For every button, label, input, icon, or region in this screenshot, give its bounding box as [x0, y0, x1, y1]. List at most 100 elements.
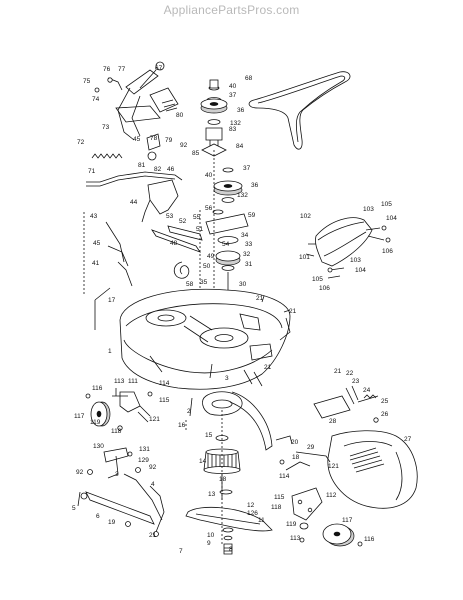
part-callout-54: 54 — [222, 241, 230, 248]
part-callout-114: 114 — [159, 380, 170, 387]
part-callout-119: 119 — [286, 521, 297, 528]
part-callout-21: 21 — [334, 368, 342, 375]
part-callout-118: 118 — [271, 504, 282, 511]
part-callout-116: 116 — [364, 536, 375, 543]
site-watermark: AppliancePartsPros.com — [163, 3, 300, 17]
part-callout-21: 21 — [289, 308, 297, 315]
part-callout-130: 130 — [93, 443, 104, 450]
part-callout-85: 85 — [192, 150, 200, 157]
part-callout-92: 92 — [180, 142, 188, 149]
part-callout-55: 55 — [193, 214, 201, 221]
part-callout-21: 21 — [149, 532, 157, 539]
part-callout-52: 52 — [179, 218, 187, 225]
part-callout-68: 68 — [245, 75, 253, 82]
part-callout-22: 22 — [346, 370, 354, 377]
part-callout-77: 77 — [118, 66, 126, 73]
part-callout-106: 106 — [382, 248, 393, 255]
part-callout-35: 35 — [200, 279, 208, 286]
part-callout-105: 105 — [312, 276, 323, 283]
spring-72 — [91, 153, 123, 159]
part-callout-16: 16 — [178, 422, 186, 429]
part-callout-92: 92 — [149, 464, 157, 471]
part-callout-115: 115 — [274, 494, 285, 501]
part-callout-75: 75 — [83, 78, 91, 85]
part-callout-121: 121 — [328, 463, 339, 470]
idler-arm-48-53 — [150, 225, 203, 279]
part-callout-117: 117 — [342, 517, 353, 524]
part-callout-67: 67 — [155, 65, 163, 72]
part-callout-114: 114 — [279, 473, 290, 480]
part-callout-115: 115 — [159, 397, 170, 404]
part-callout-71: 71 — [88, 168, 96, 175]
part-callout-26: 26 — [381, 411, 389, 418]
part-callout-45: 45 — [133, 136, 141, 143]
part-callout-9: 9 — [207, 540, 211, 547]
part-callout-1: 1 — [108, 348, 112, 355]
part-callout-40: 40 — [205, 172, 213, 179]
part-callout-17: 17 — [108, 297, 116, 304]
part-callout-18: 18 — [292, 454, 300, 461]
part-callout-13: 13 — [208, 491, 216, 498]
part-callout-3: 3 — [225, 375, 229, 382]
part-callout-12: 12 — [247, 502, 255, 509]
part-callout-34: 34 — [241, 232, 249, 239]
part-callout-15: 15 — [205, 432, 213, 439]
part-callout-19: 19 — [108, 519, 116, 526]
part-callout-23: 23 — [352, 378, 360, 385]
part-callout-36: 36 — [237, 107, 245, 114]
part-callout-106: 106 — [319, 285, 330, 292]
part-callout-25: 25 — [381, 398, 389, 405]
part-callout-40: 40 — [229, 83, 237, 90]
part-callout-80: 80 — [176, 112, 184, 119]
part-callout-21: 21 — [264, 364, 272, 371]
upper-pulley-stack — [200, 79, 228, 157]
part-callout-27: 27 — [404, 436, 412, 443]
part-callout-132: 132 — [230, 120, 241, 127]
part-callout-10: 10 — [207, 532, 215, 539]
part-callout-30: 30 — [239, 281, 247, 288]
part-callout-28: 28 — [329, 418, 337, 425]
part-callout-51: 51 — [196, 226, 204, 233]
part-callout-81: 81 — [138, 162, 146, 169]
part-callout-56: 56 — [205, 205, 213, 212]
lift-lever-assembly — [94, 61, 179, 161]
part-callout-11: 11 — [258, 517, 265, 524]
part-callout-116: 116 — [92, 385, 103, 392]
v-belt — [248, 71, 351, 150]
part-callout-112: 112 — [326, 492, 337, 499]
part-callout-74: 74 — [92, 96, 100, 103]
part-callout-14: 14 — [199, 458, 207, 465]
part-callout-121: 121 — [149, 416, 160, 423]
part-callout-5: 5 — [72, 505, 76, 512]
part-callout-79: 79 — [165, 137, 173, 144]
part-callout-113: 113 — [290, 535, 301, 542]
part-callout-48: 48 — [170, 240, 178, 247]
part-callout-29: 29 — [307, 444, 315, 451]
part-callout-103: 103 — [350, 257, 361, 264]
part-callout-73: 73 — [102, 124, 110, 131]
part-callout-84: 84 — [236, 143, 244, 150]
part-callout-129: 129 — [138, 457, 149, 464]
part-callout-44: 44 — [130, 199, 138, 206]
lower-pulley-stack — [199, 150, 249, 300]
part-callout-76: 76 — [103, 66, 111, 73]
front-hanger-assembly — [77, 447, 165, 537]
part-callout-102: 102 — [300, 213, 311, 220]
part-callout-53: 53 — [166, 213, 174, 220]
part-callout-50: 50 — [203, 263, 211, 270]
part-callout-2: 2 — [187, 408, 191, 415]
part-callout-117: 117 — [74, 413, 85, 420]
part-callout-103: 103 — [363, 206, 374, 213]
part-callout-18: 18 — [219, 476, 227, 483]
part-callout-21: 21 — [256, 295, 264, 302]
mower-deck — [94, 287, 291, 390]
part-callout-82: 82 — [154, 166, 162, 173]
bracket-46 — [141, 179, 179, 223]
part-callout-92: 92 — [76, 469, 84, 476]
part-callout-33: 33 — [245, 241, 253, 248]
lift-rod-71 — [86, 171, 183, 187]
rods-43-45-41 — [83, 212, 133, 295]
part-callout-46: 46 — [167, 166, 175, 173]
